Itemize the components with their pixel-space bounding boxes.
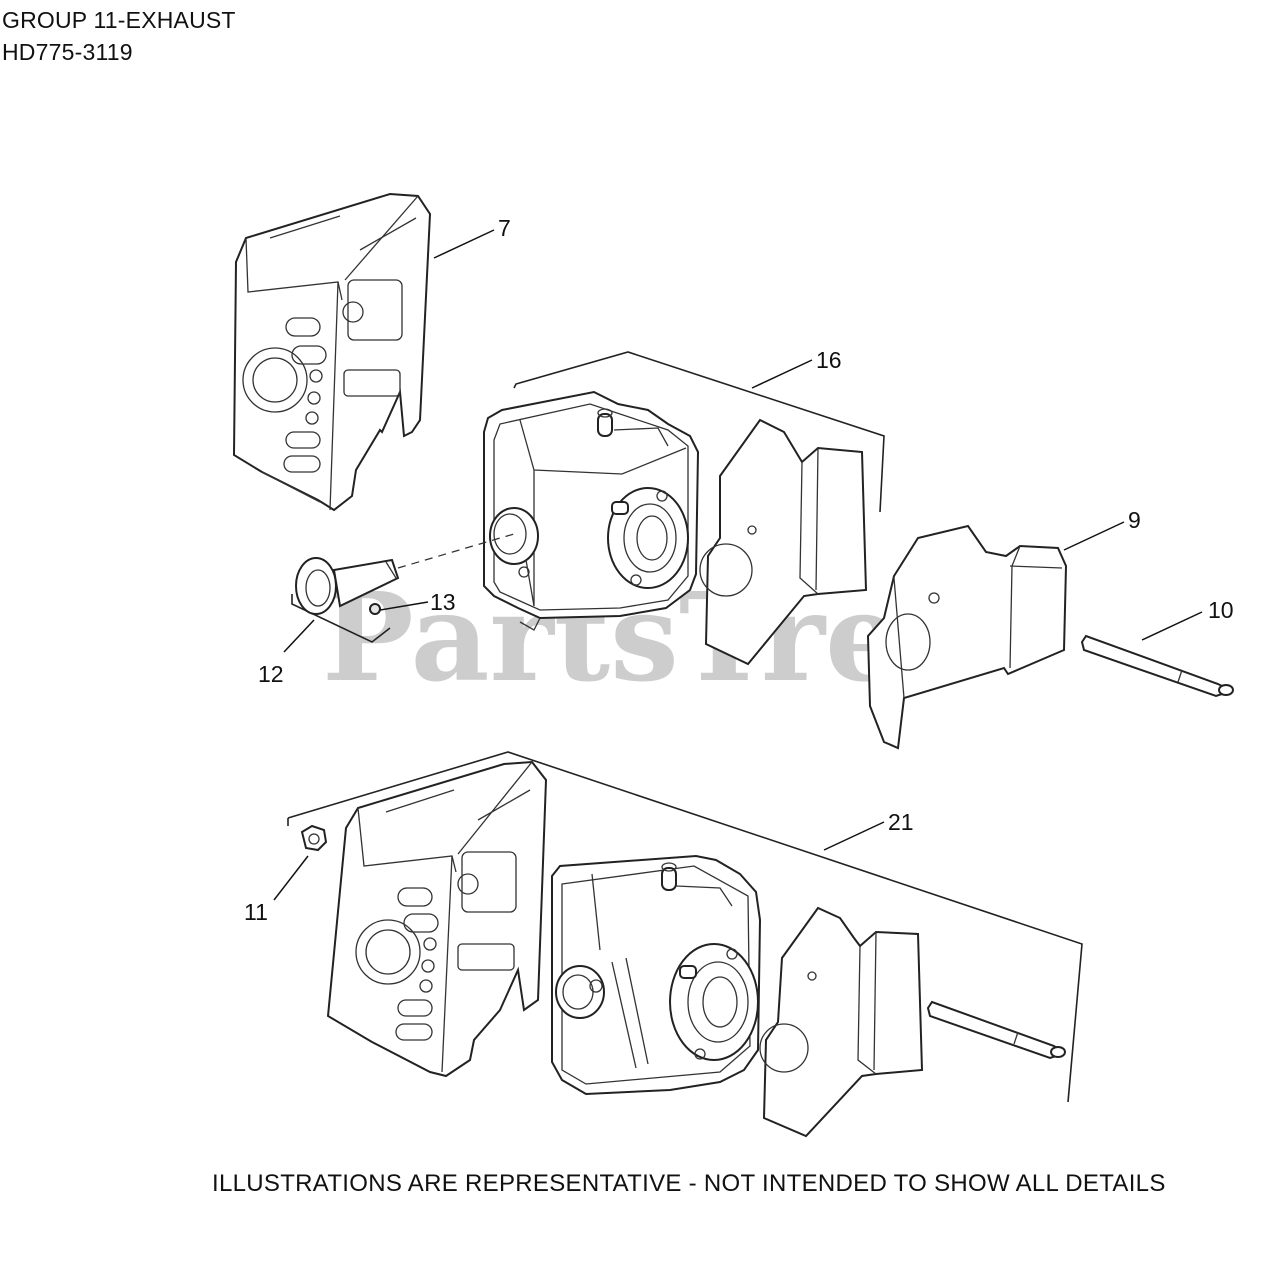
part-10-spark-arrestor-rod[interactable] xyxy=(1080,634,1234,698)
diagram-title: GROUP 11-EXHAUST xyxy=(2,7,236,33)
callout-7: 7 xyxy=(498,215,511,241)
part-21-muffler-kit[interactable] xyxy=(287,751,1083,1138)
callout-10: 10 xyxy=(1208,597,1234,623)
leader-lines xyxy=(273,229,1203,901)
callout-11: 11 xyxy=(244,899,268,925)
callout-13: 13 xyxy=(430,589,456,615)
disclaimer-note: ILLUSTRATIONS ARE REPRESENTATIVE - NOT I… xyxy=(212,1170,1166,1197)
callout-21: 21 xyxy=(888,809,914,835)
model-number: HD775-3119 xyxy=(2,39,133,65)
callout-12: 12 xyxy=(258,661,284,687)
part-7-heat-shield[interactable] xyxy=(232,192,432,512)
callout-16: 16 xyxy=(816,347,842,373)
part-11-nut[interactable] xyxy=(300,824,328,852)
callout-9: 9 xyxy=(1128,507,1141,533)
part-13-screw[interactable] xyxy=(369,603,381,615)
part-9-spark-arrestor-plate[interactable] xyxy=(866,524,1068,750)
part-16-muffler[interactable] xyxy=(483,351,885,631)
part-12-outlet-tube[interactable] xyxy=(291,533,515,643)
upper-gasket-plate[interactable] xyxy=(699,418,868,666)
